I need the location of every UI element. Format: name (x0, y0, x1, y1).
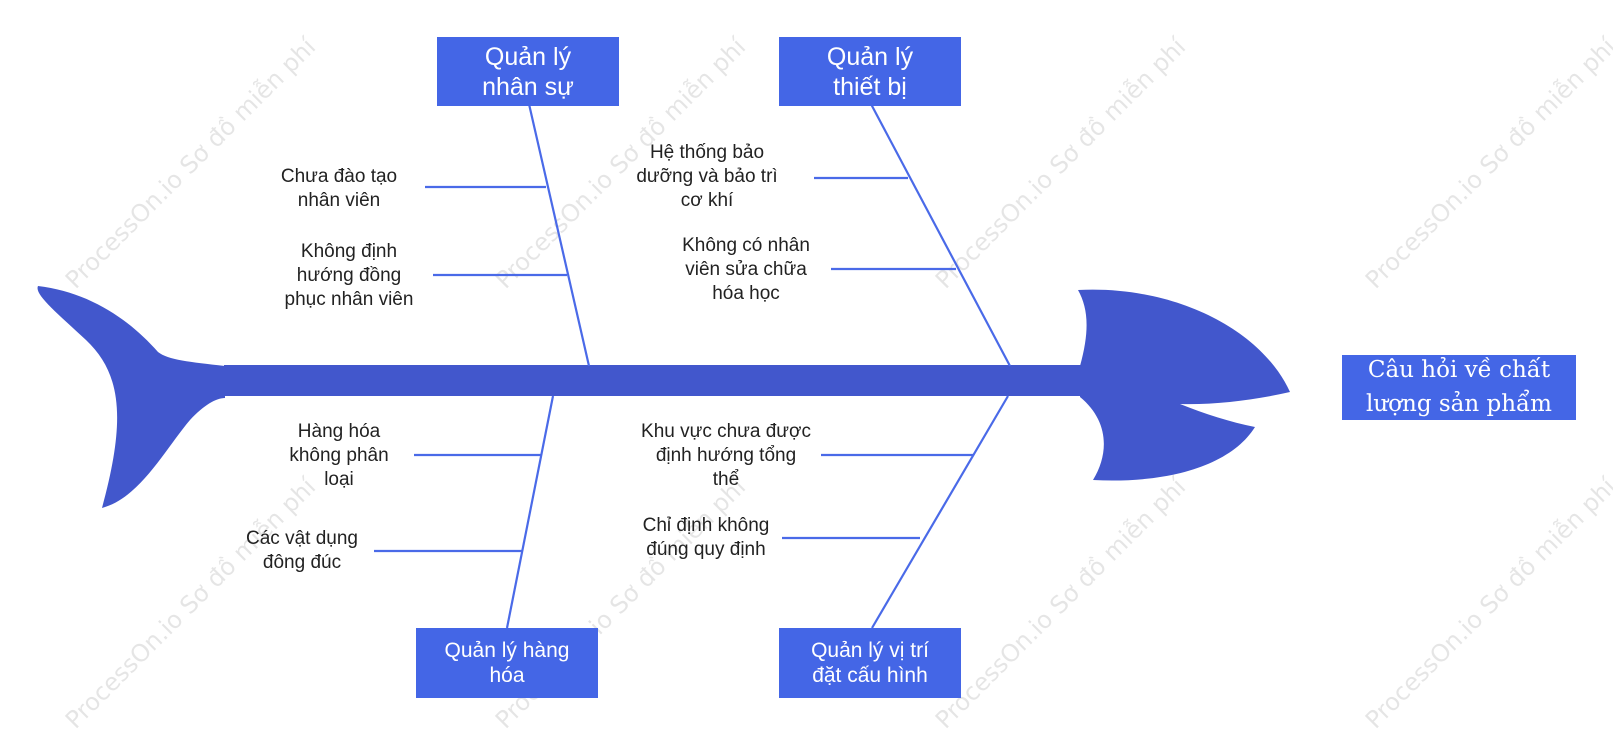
cause-label: Chưa đào tạo nhân viên (280, 166, 398, 211)
category-goods-management[interactable]: Quản lý hàng hóa (416, 628, 598, 698)
bone-top-left (527, 103, 591, 367)
fish-tail (37, 286, 225, 508)
category-equipment-management[interactable]: Quản lý thiết bị (779, 37, 961, 106)
cause-label: Hệ thống bảo dưỡng và bảo trì cơ khí (636, 142, 778, 211)
cause-label: Chỉ định không đúng quy định (642, 515, 770, 560)
cause-label: Hàng hóa không phân loại (289, 421, 389, 490)
cause-label: Các vật dụng đông đúc (246, 528, 358, 573)
fish-head (1078, 289, 1290, 481)
bone-top-right (870, 103, 1011, 367)
category-personnel-management[interactable]: Quản lý nhân sự (437, 37, 619, 106)
bone-bottom-right (871, 395, 1009, 629)
problem-statement[interactable]: Câu hỏi về chất lượng sản phẩm (1342, 355, 1576, 420)
cause-label: Không định hướng đồng phục nhân viên (284, 241, 414, 310)
fish-spine (224, 365, 1104, 396)
bone-bottom-left (505, 395, 555, 629)
cause-label: Khu vực chưa được định hướng tổng thể (641, 421, 811, 490)
cause-label: Không có nhân viên sửa chữa hóa học (682, 235, 810, 304)
category-location-configuration[interactable]: Quản lý vị trí đặt cấu hình (779, 628, 961, 698)
